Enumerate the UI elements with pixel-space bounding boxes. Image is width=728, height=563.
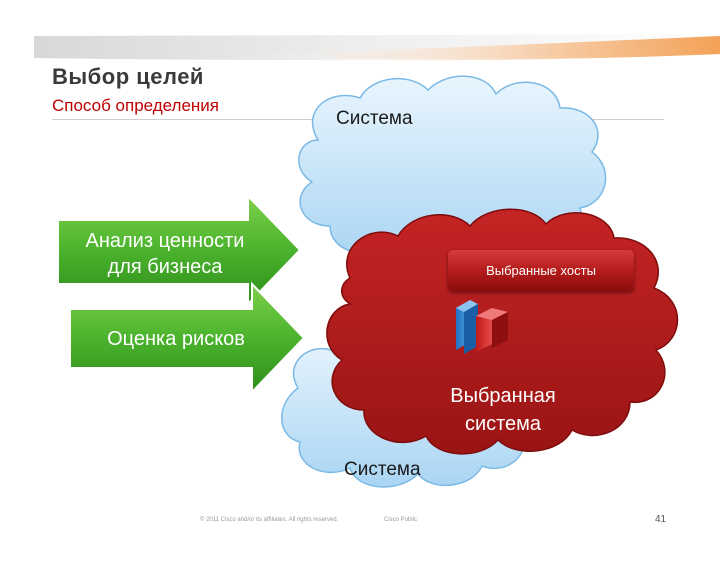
system-label-bottom: Система	[344, 459, 421, 480]
business-value-arrow	[57, 193, 302, 307]
selected-hosts-label: Выбранные хосты	[486, 263, 596, 278]
page-subtitle: Способ определения	[52, 96, 220, 115]
page-title: Выбор целей	[52, 64, 204, 89]
footer-copyright: © 2011 Cisco and/or its affiliates. All …	[200, 517, 339, 523]
selected-system-label: Выбранная система	[418, 382, 588, 438]
risk-assessment-label: Оценка рисков	[107, 328, 245, 350]
selected-hosts-button[interactable]: Выбранные хосты	[448, 250, 634, 292]
selected-system-line1: Выбранная	[450, 385, 556, 407]
page-number: 41	[655, 514, 667, 525]
risk-assessment-arrow	[69, 281, 306, 395]
business-value-label: Анализ ценности для бизнеса	[62, 228, 268, 280]
system-label-top: Система	[336, 108, 413, 129]
footer-classification: Cisco Public	[384, 517, 418, 523]
business-value-line1: Анализ ценности	[85, 230, 245, 252]
business-value-line2: для бизнеса	[107, 256, 223, 278]
selected-system-line2: система	[464, 413, 542, 435]
server-stack-icon	[456, 300, 508, 354]
